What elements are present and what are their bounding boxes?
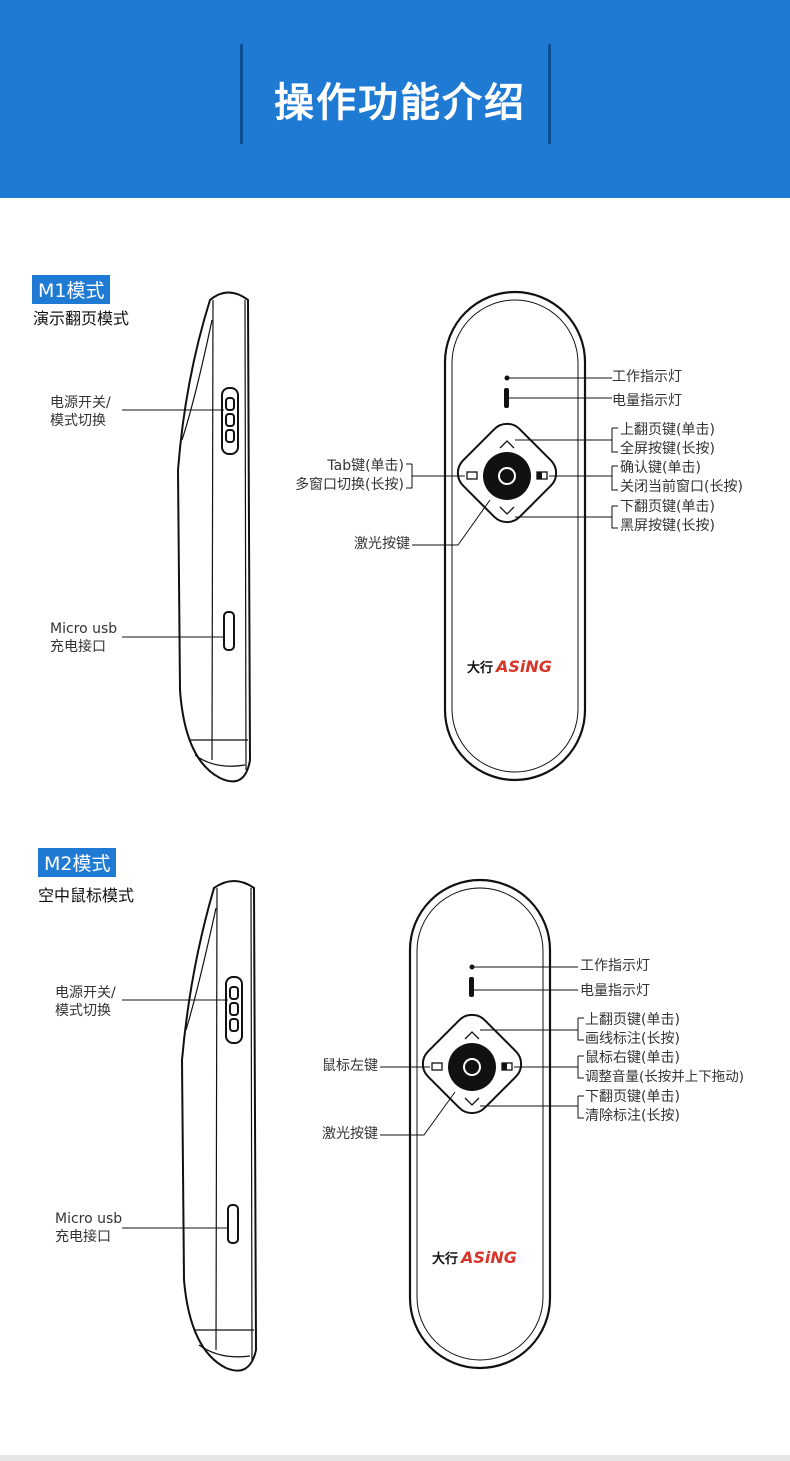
m2-up-key-label-2: 画线标注(长按) xyxy=(585,1031,680,1047)
header-right-bar xyxy=(548,44,551,144)
m2-left-click-label: 鼠标左键 xyxy=(322,1058,378,1074)
mode-tag-m1: M1模式 xyxy=(32,275,111,304)
m1-power-switch-label-2: 模式切换 xyxy=(50,413,106,429)
bottom-divider xyxy=(0,1455,790,1461)
m2-brand-logo: ASiNG xyxy=(461,1248,517,1267)
m1-side-view-drawing xyxy=(122,291,252,783)
m2-battery-indicator-icon xyxy=(469,977,474,997)
m1-power-switch-label-1: 电源开关/ xyxy=(50,395,111,411)
m1-front-view-drawing xyxy=(406,290,618,782)
m1-work-light-label: 工作指示灯 xyxy=(612,369,682,385)
m2-work-light-label: 工作指示灯 xyxy=(580,958,650,974)
m1-tab-key-label-1: Tab键(单击) xyxy=(327,458,404,474)
m2-brand-cn: 大行 xyxy=(432,1252,459,1267)
m1-usb-label-2: 充电接口 xyxy=(50,639,106,655)
m1-brand-cn: 大行 xyxy=(467,661,494,676)
header-left-bar xyxy=(240,44,243,144)
m1-confirm-key-label-2: 关闭当前窗口(长按) xyxy=(620,479,743,495)
m2-up-key-label-1: 上翻页键(单击) xyxy=(585,1012,680,1028)
m2-power-switch-label-1: 电源开关/ xyxy=(55,985,116,1001)
m2-laser-key-label: 激光按键 xyxy=(322,1126,378,1142)
m2-dpad-icon xyxy=(421,1013,523,1115)
mode-subtitle-m1: 演示翻页模式 xyxy=(33,309,130,328)
m1-usb-label-1: Micro usb xyxy=(50,621,118,637)
header-banner: 操作功能介绍 xyxy=(0,0,790,198)
m1-down-key-label-2: 黑屏按键(长按) xyxy=(620,518,715,534)
m1-dpad-icon xyxy=(456,422,558,524)
m1-battery-light-label: 电量指示灯 xyxy=(612,393,682,409)
m2-right-click-label-1: 鼠标右键(单击) xyxy=(585,1050,680,1066)
m2-power-switch-label-2: 模式切换 xyxy=(55,1003,111,1019)
m1-confirm-key-label-1: 确认键(单击) xyxy=(620,460,701,476)
m1-up-key-label-1: 上翻页键(单击) xyxy=(620,422,715,438)
m1-down-key-label-1: 下翻页键(单击) xyxy=(620,499,715,515)
m2-battery-light-label: 电量指示灯 xyxy=(580,983,650,999)
m1-brand-logo: ASiNG xyxy=(496,657,552,676)
mode-tag-m2: M2模式 xyxy=(38,848,117,877)
page-title: 操作功能介绍 xyxy=(274,80,526,126)
m1-battery-indicator-icon xyxy=(504,388,509,408)
m2-usb-label-2: 充电接口 xyxy=(55,1229,111,1245)
m1-tab-key-label-2: 多窗口切换(长按) xyxy=(295,477,404,493)
m2-down-key-label-1: 下翻页键(单击) xyxy=(585,1089,680,1105)
m2-usb-label-1: Micro usb xyxy=(55,1211,123,1227)
m1-laser-key-label: 激光按键 xyxy=(354,536,410,552)
mode-subtitle-m2: 空中鼠标模式 xyxy=(38,886,135,905)
m2-right-click-label-2: 调整音量(长按并上下拖动) xyxy=(585,1069,745,1085)
m2-down-key-label-2: 清除标注(长按) xyxy=(585,1108,680,1124)
m1-up-key-label-2: 全屏按键(长按) xyxy=(620,441,715,457)
